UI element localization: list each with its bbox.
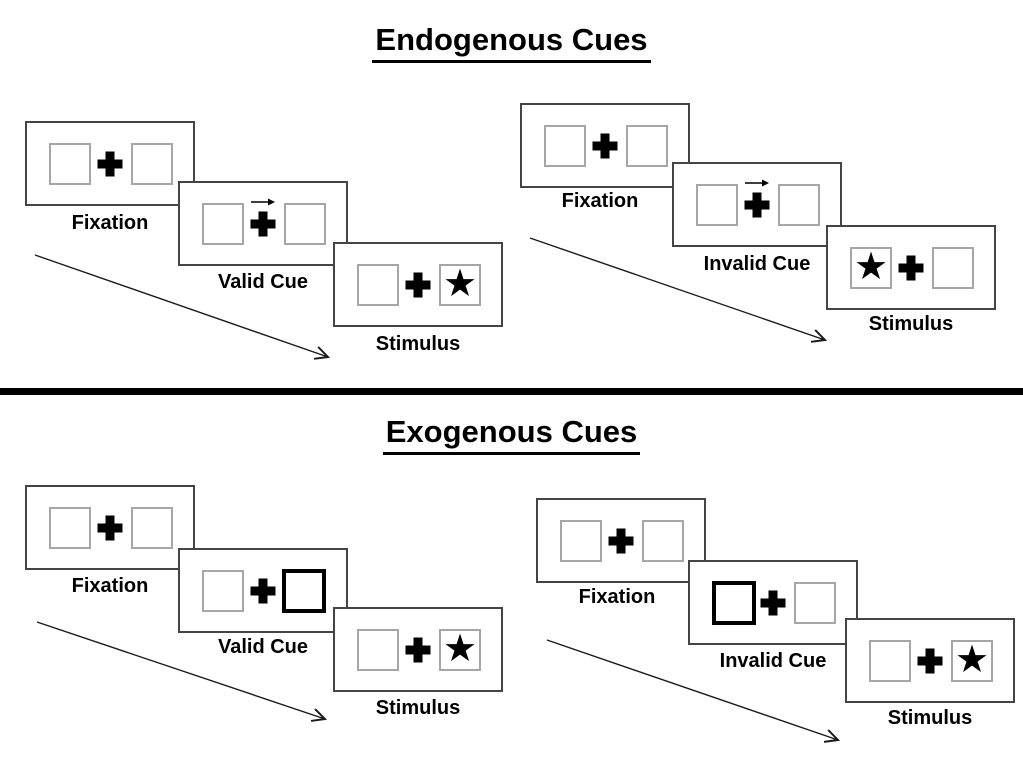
stimulus-star-box: ★ <box>439 626 481 671</box>
left-placeholder-box <box>869 639 911 682</box>
fixation-cross-icon <box>917 648 943 673</box>
fixation-cross-icon <box>97 151 123 176</box>
left-placeholder-box <box>357 263 399 306</box>
cue-panel <box>688 560 858 645</box>
star-icon: ★ <box>442 261 478 305</box>
panel-label-fixation: Fixation <box>71 575 149 597</box>
fixation-cross-icon <box>250 578 276 603</box>
right-placeholder-box <box>131 142 173 185</box>
right-placeholder-box <box>642 519 684 562</box>
stimulus-panel: ★ <box>333 607 503 692</box>
cue-panel <box>178 181 348 266</box>
stimulus-panel: ★ <box>333 242 503 327</box>
panel-label-stimulus: Stimulus <box>868 313 954 335</box>
star-icon: ★ <box>853 244 889 288</box>
fixation-cross-icon <box>898 255 924 280</box>
cue-highlight-box <box>282 568 326 613</box>
stimulus-star-box: ★ <box>439 261 481 306</box>
star-icon: ★ <box>442 626 478 670</box>
panel-label-fixation: Fixation <box>561 190 639 212</box>
section-title-exogenous-text: Exogenous Cues <box>382 414 641 455</box>
panel-label-cue: Invalid Cue <box>703 253 811 275</box>
fixation-cross-icon <box>608 528 634 553</box>
cue-arrow-icon <box>745 179 769 187</box>
stimulus-panel: ★ <box>826 225 996 310</box>
right-placeholder-box <box>131 506 173 549</box>
cue-panel <box>672 162 842 247</box>
left-placeholder-box <box>49 506 91 549</box>
panel-label-cue: Invalid Cue <box>719 650 827 672</box>
fixation-cross-icon <box>405 637 431 662</box>
fixation-cross-icon <box>760 590 786 615</box>
left-placeholder-box <box>696 183 738 226</box>
left-placeholder-box <box>357 628 399 671</box>
fixation-cross-icon <box>250 211 276 236</box>
left-placeholder-box <box>202 202 244 245</box>
panel-label-stimulus: Stimulus <box>887 707 973 729</box>
right-placeholder-box <box>284 202 326 245</box>
section-title-endogenous-text: Endogenous Cues <box>372 22 651 63</box>
fixation-cross-icon <box>405 272 431 297</box>
section-title-exogenous: Exogenous Cues <box>0 414 1023 455</box>
cue-highlight-box <box>712 580 756 625</box>
panel-label-fixation: Fixation <box>578 586 656 608</box>
left-placeholder-box <box>202 569 244 612</box>
star-icon: ★ <box>954 637 990 681</box>
left-placeholder-box <box>49 142 91 185</box>
section-title-endogenous: Endogenous Cues <box>0 22 1023 63</box>
fixation-panel <box>25 121 195 206</box>
stimulus-panel: ★ <box>845 618 1015 703</box>
left-placeholder-box <box>544 124 586 167</box>
fixation-panel <box>520 103 690 188</box>
stimulus-star-box: ★ <box>850 244 892 289</box>
cue-arrow-icon <box>251 198 275 206</box>
panel-label-cue: Valid Cue <box>217 271 309 293</box>
stimulus-star-box: ★ <box>951 637 993 682</box>
right-placeholder-box <box>794 581 836 624</box>
panel-label-fixation: Fixation <box>71 212 149 234</box>
fixation-cross-icon <box>592 133 618 158</box>
panel-label-stimulus: Stimulus <box>375 697 461 719</box>
fixation-panel <box>536 498 706 583</box>
panel-label-stimulus: Stimulus <box>375 333 461 355</box>
section-divider <box>0 388 1023 395</box>
fixation-panel <box>25 485 195 570</box>
fixation-cross-icon <box>97 515 123 540</box>
right-placeholder-box <box>932 246 974 289</box>
cue-panel <box>178 548 348 633</box>
fixation-cross-icon <box>744 192 770 217</box>
right-placeholder-box <box>778 183 820 226</box>
right-placeholder-box <box>626 124 668 167</box>
panel-label-cue: Valid Cue <box>217 636 309 658</box>
left-placeholder-box <box>560 519 602 562</box>
